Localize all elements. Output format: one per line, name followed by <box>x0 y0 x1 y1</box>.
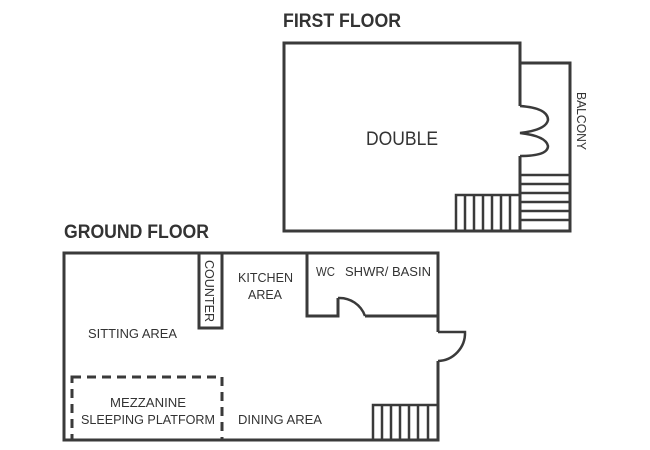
first-floor-stairs <box>454 173 570 231</box>
ground-floor-heading: GROUND FLOOR <box>64 222 209 243</box>
balcony-walls <box>520 61 572 233</box>
entrance-door <box>437 330 467 363</box>
room-dining-area: DINING AREA <box>238 412 322 427</box>
bathroom-door <box>337 296 367 317</box>
bathroom-walls <box>305 253 438 318</box>
room-sitting-area: SITTING AREA <box>88 326 177 341</box>
room-mezzanine-line2: SLEEPING PLATFORM <box>81 412 215 427</box>
balcony-door <box>519 104 550 158</box>
room-mezzanine-line1: MEZZANINE <box>110 395 186 410</box>
ground-floor-stairs <box>371 403 438 440</box>
first-floor-plan: FIRST FLOOR DOUBLE BALCONY <box>282 11 589 233</box>
mezzanine-outline <box>70 375 224 442</box>
room-balcony: BALCONY <box>574 92 589 150</box>
room-shower-basin: SHWR/ BASIN <box>345 264 431 279</box>
room-kitchen-line1: KITCHEN <box>238 270 293 285</box>
room-kitchen-line2: AREA <box>248 287 282 302</box>
counter-outline <box>197 251 224 330</box>
ground-floor-plan: GROUND FLOOR COUNTER KITCHEN AREA WC SHW… <box>62 222 467 442</box>
room-wc: WC <box>316 264 335 279</box>
double-room-walls <box>282 41 522 233</box>
room-double: DOUBLE <box>366 129 438 150</box>
first-floor-heading: FIRST FLOOR <box>283 11 401 32</box>
room-counter: COUNTER <box>202 260 217 322</box>
ground-floor-walls <box>62 251 440 442</box>
